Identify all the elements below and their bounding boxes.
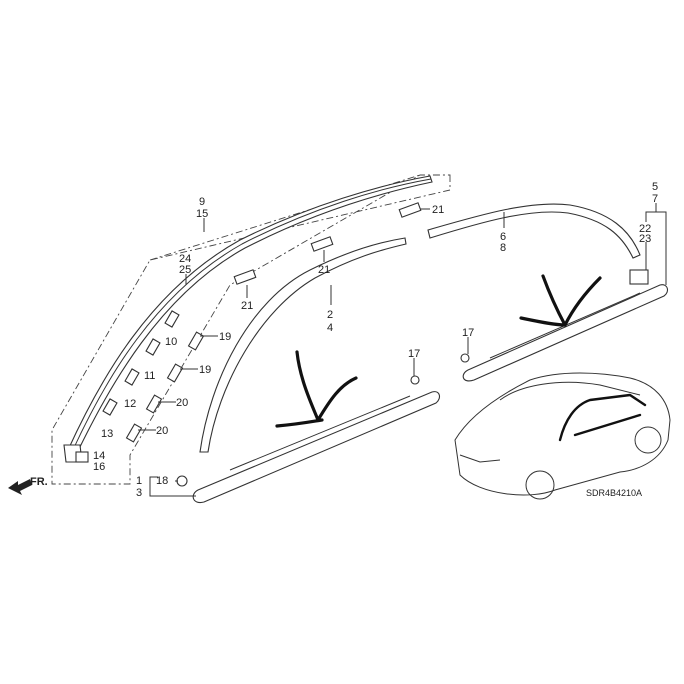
- front-arrow-icon: [8, 479, 32, 495]
- callout-19: 19: [199, 364, 211, 376]
- callout-21: 21: [318, 264, 330, 276]
- callout-23: 23: [639, 233, 651, 245]
- callout-labels: 9 15 24 25 21 21 21 2 4 6 8 5 7 22 23 10…: [93, 181, 658, 499]
- callout-17: 17: [462, 327, 474, 339]
- door-sash-molding: [199, 237, 407, 453]
- callout-5: 5: [652, 181, 658, 193]
- callout-11: 11: [144, 370, 155, 382]
- callout-10: 10: [165, 336, 177, 348]
- direction-label: FR.: [30, 476, 48, 488]
- callout-18: 18: [156, 475, 168, 487]
- rear-door-molding: [427, 203, 641, 259]
- diagram-code: SDR4B4210A: [586, 488, 642, 498]
- callout-20: 20: [176, 397, 188, 409]
- annotation-check-rear: [519, 274, 602, 327]
- annotation-check-front: [275, 350, 358, 428]
- front-door-sill-molding: [192, 391, 441, 504]
- callout-14: 14: [93, 450, 105, 462]
- callout-1: 1: [136, 475, 142, 487]
- clips: [75, 202, 470, 487]
- callout-2: 2: [327, 309, 333, 321]
- vehicle-illustration: [454, 372, 671, 500]
- leader-lines: [138, 203, 667, 497]
- callout-12: 12: [124, 398, 136, 410]
- callout-24: 24: [179, 253, 191, 265]
- callout-4: 4: [327, 322, 333, 334]
- callout-3: 3: [136, 487, 142, 499]
- callout-9: 9: [199, 196, 205, 208]
- callout-6: 6: [500, 231, 506, 243]
- callout-19: 19: [219, 331, 231, 343]
- group-outline-roof: [51, 174, 451, 485]
- callout-8: 8: [500, 242, 506, 254]
- callout-13: 13: [101, 428, 113, 440]
- callout-21: 21: [241, 300, 253, 312]
- callout-20: 20: [156, 425, 168, 437]
- callout-7: 7: [652, 193, 658, 205]
- callout-22: 22: [639, 223, 651, 235]
- callout-16: 16: [93, 461, 105, 473]
- callout-25: 25: [179, 264, 191, 276]
- roof-molding: [67, 175, 433, 456]
- callout-17: 17: [408, 348, 420, 360]
- callout-15: 15: [196, 208, 208, 220]
- clip-22-23: [629, 269, 649, 285]
- rear-door-sill-molding: [462, 284, 669, 382]
- callout-21: 21: [432, 204, 444, 216]
